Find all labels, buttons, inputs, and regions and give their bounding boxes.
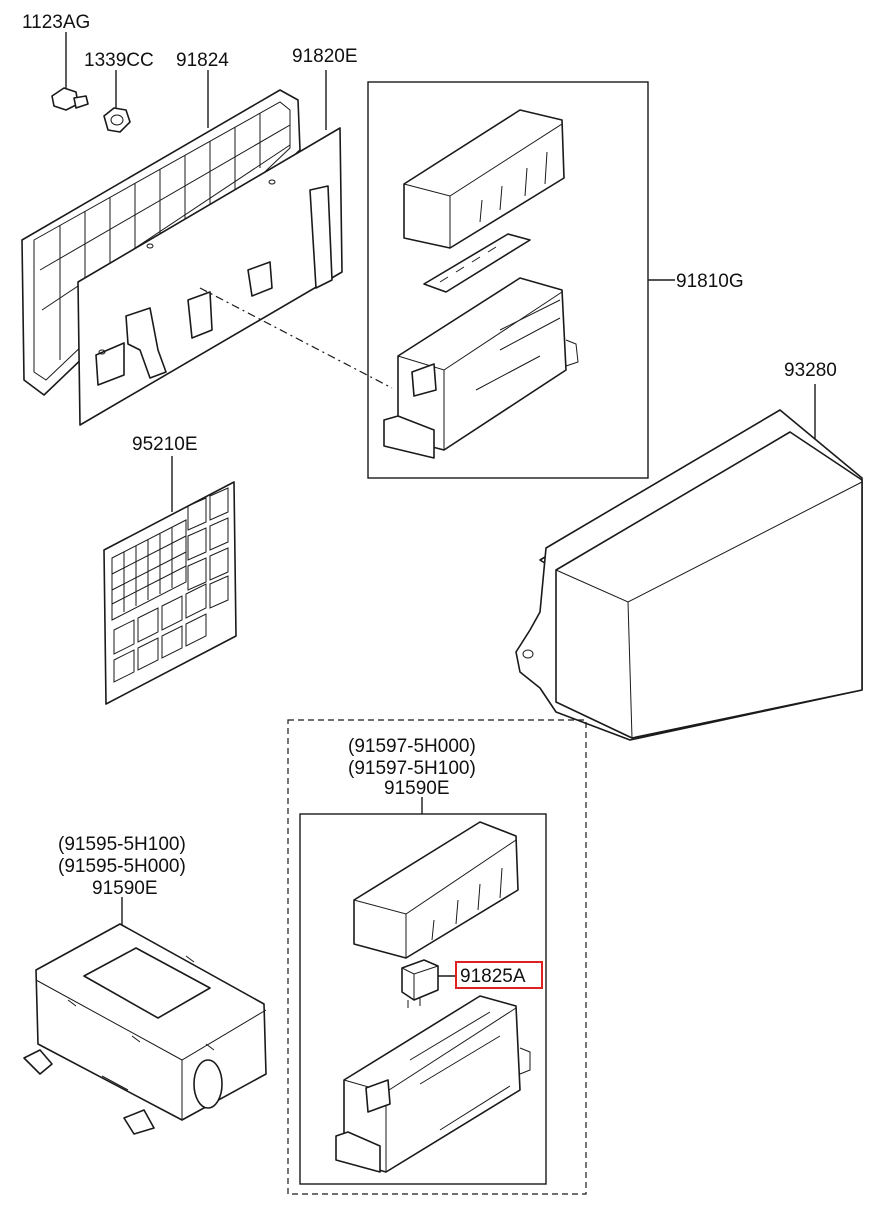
label-left-group-line1: (91595-5H100) (58, 834, 186, 855)
label-left-group-line2: (91595-5H000) (58, 856, 186, 877)
junction-block-group-left (23, 897, 267, 1135)
label-right-group-line2: (91597-5H100) (348, 758, 476, 779)
label-95210E: 95210E (132, 434, 198, 455)
grid-panel-95210E (103, 456, 237, 705)
plate-91820E (77, 70, 393, 426)
junction-block-group-right (287, 719, 587, 1195)
label-91825A[interactable]: 91825A (460, 966, 526, 987)
part-labels: 1123AG 1339CC 91824 91820E 91810G 93280 … (22, 12, 837, 989)
label-91820E: 91820E (292, 46, 358, 67)
cover-93280 (515, 384, 863, 741)
label-right-group-line3: 91590E (384, 778, 450, 799)
relay-91825A (401, 959, 456, 1008)
nut-icon (103, 70, 131, 133)
fuse-box-assembly-91810G (367, 81, 675, 479)
highlight-box-91825A (455, 961, 543, 989)
bolt-icon (51, 32, 89, 111)
label-left-group-line3: 91590E (92, 878, 158, 899)
label-1339CC: 1339CC (84, 50, 154, 71)
label-1123AG: 1123AG (22, 12, 90, 33)
label-91824: 91824 (176, 50, 229, 71)
label-91810G: 91810G (676, 271, 744, 292)
label-93280: 93280 (784, 360, 837, 381)
label-right-group-line1: (91597-5H000) (348, 736, 476, 757)
